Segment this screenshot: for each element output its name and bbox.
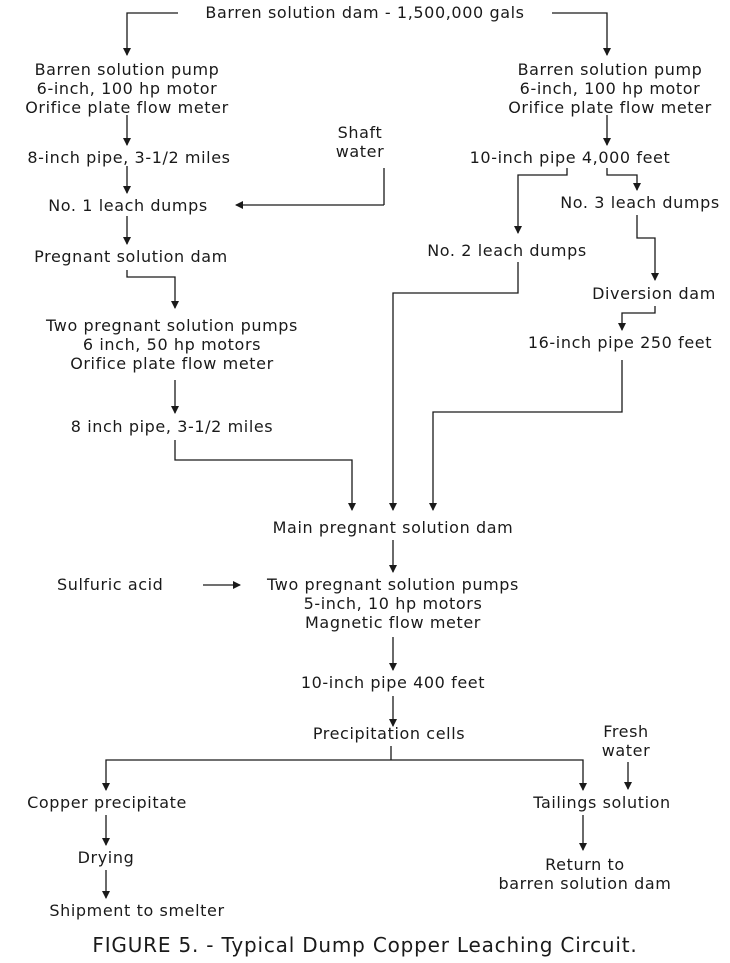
node-tailings-solution: Tailings solution bbox=[533, 793, 671, 812]
figure-caption: FIGURE 5. - Typical Dump Copper Leaching… bbox=[92, 933, 638, 957]
main-pumps-line1: Two pregnant solution pumps bbox=[267, 575, 519, 594]
connector-barren-right bbox=[552, 12, 611, 56]
node-shaft-water: Shaft water bbox=[336, 123, 385, 161]
node-barren-dam: Barren solution dam - 1,500,000 gals bbox=[205, 3, 525, 22]
node-pipe-16in: 16-inch pipe 250 feet bbox=[527, 333, 713, 352]
pregnant-pumps-line1: Two pregnant solution pumps bbox=[46, 316, 298, 335]
shaft-water-line1: Shaft bbox=[337, 123, 383, 142]
connector-pipe-to-leach2 bbox=[514, 168, 568, 234]
node-leach-no3: No. 3 leach dumps bbox=[560, 193, 720, 212]
pregnant-pumps-line3: Orifice plate flow meter bbox=[70, 354, 274, 373]
connector-leach3-to-diversion bbox=[636, 215, 659, 281]
node-left-pump: Barren solution pump 6-inch, 100 hp moto… bbox=[25, 60, 229, 117]
node-precipitation-cells: Precipitation cells bbox=[312, 724, 466, 743]
return-barren-line1: Return to bbox=[545, 855, 625, 874]
connector-barren-left bbox=[123, 12, 178, 56]
pregnant-pumps-line2: 6 inch, 50 hp motors bbox=[82, 335, 262, 354]
left-pump-line1: Barren solution pump bbox=[34, 60, 220, 79]
right-pump-line3: Orifice plate flow meter bbox=[508, 98, 712, 117]
left-pump-line3: Orifice plate flow meter bbox=[25, 98, 229, 117]
node-fresh-water: Fresh water bbox=[602, 722, 651, 760]
node-pregnant-pumps: Two pregnant solution pumps 6 inch, 50 h… bbox=[46, 316, 298, 373]
node-pipe-8in-left: 8-inch pipe, 3-1/2 miles bbox=[27, 148, 231, 167]
connector-cells-to-tailings bbox=[391, 759, 587, 791]
node-return-barren: Return to barren solution dam bbox=[499, 855, 672, 893]
return-barren-line2: barren solution dam bbox=[498, 874, 672, 893]
node-sulfuric-acid: Sulfuric acid bbox=[57, 575, 164, 594]
node-pipe-10in-400: 10-inch pipe 400 feet bbox=[300, 673, 486, 692]
node-main-pregnant-dam: Main pregnant solution dam bbox=[272, 518, 514, 537]
connector-cells-to-copper bbox=[102, 759, 391, 791]
connector-leach2-to-main bbox=[389, 262, 519, 511]
node-leach-no2: No. 2 leach dumps bbox=[427, 241, 587, 260]
node-pipe-8in-pregnant: 8 inch pipe, 3-1/2 miles bbox=[70, 417, 274, 436]
connector-pipe-to-leach3 bbox=[606, 168, 641, 191]
right-pump-line1: Barren solution pump bbox=[517, 60, 703, 79]
node-right-pump: Barren solution pump 6-inch, 100 hp moto… bbox=[508, 60, 712, 117]
node-leach-no1: No. 1 leach dumps bbox=[48, 196, 208, 215]
node-diversion-dam: Diversion dam bbox=[592, 284, 716, 303]
fresh-water-line1: Fresh bbox=[603, 722, 649, 741]
main-pumps-line3: Magnetic flow meter bbox=[305, 613, 481, 632]
node-pipe-10in-right: 10-inch pipe 4,000 feet bbox=[469, 148, 671, 167]
node-copper-precipitate: Copper precipitate bbox=[27, 793, 187, 812]
node-main-pumps: Two pregnant solution pumps 5-inch, 10 h… bbox=[267, 575, 519, 632]
node-shipment: Shipment to smelter bbox=[49, 901, 225, 920]
connector-pregnant-to-pumps bbox=[126, 270, 179, 309]
left-pump-line2: 6-inch, 100 hp motor bbox=[36, 79, 218, 98]
shaft-water-line2: water bbox=[335, 142, 385, 161]
right-pump-line2: 6-inch, 100 hp motor bbox=[519, 79, 701, 98]
connector-pipe8-to-main bbox=[174, 440, 356, 511]
connector-pipe16-to-main bbox=[429, 360, 623, 511]
node-drying: Drying bbox=[77, 848, 135, 867]
node-pregnant-dam: Pregnant solution dam bbox=[34, 247, 228, 266]
fresh-water-line2: water bbox=[601, 741, 651, 760]
connector-diversion-to-pipe16 bbox=[618, 306, 656, 331]
main-pumps-line2: 5-inch, 10 hp motors bbox=[303, 594, 483, 613]
